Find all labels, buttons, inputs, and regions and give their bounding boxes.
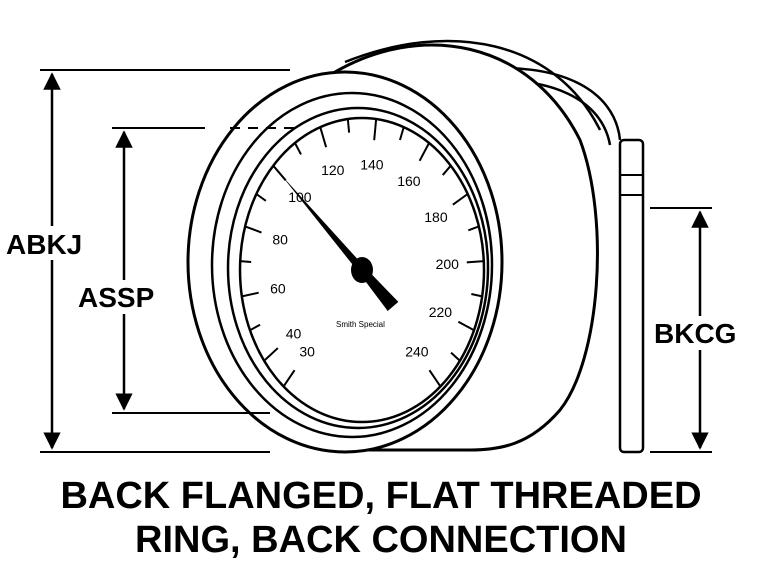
scale-label: 180 xyxy=(424,209,448,225)
sensing-bulb xyxy=(618,138,645,454)
scale-tick xyxy=(244,225,262,234)
scale-tick xyxy=(263,347,279,362)
scale-tick xyxy=(294,142,302,155)
scale-label: 60 xyxy=(270,280,286,296)
scale-tick xyxy=(468,225,480,232)
dimension-label-assp: ASSP xyxy=(78,282,154,313)
gauge-brand: Smith Special xyxy=(336,320,385,329)
scale-tick xyxy=(452,193,469,206)
case-outline-top xyxy=(344,39,602,131)
caption-line-2: RING, BACK CONNECTION xyxy=(135,519,627,561)
scale-label: 240 xyxy=(405,344,429,360)
scale-tick xyxy=(255,193,267,202)
scale-label: 200 xyxy=(436,256,460,272)
scale-tick xyxy=(441,165,452,176)
scale-tick xyxy=(466,260,484,264)
scale-tick xyxy=(450,351,461,362)
scale-label: 40 xyxy=(286,326,302,342)
scale-label: 120 xyxy=(321,162,345,178)
dimension-extension-lines xyxy=(40,69,712,453)
scale-tick xyxy=(471,293,483,298)
scale-tick xyxy=(282,369,296,387)
scale-tick xyxy=(428,369,442,387)
scale-tick xyxy=(240,260,252,263)
scale-label: 160 xyxy=(397,173,421,189)
scale-tick xyxy=(457,320,475,332)
scale-tick xyxy=(373,118,378,141)
scale-tick xyxy=(399,126,405,141)
scale-tick xyxy=(346,118,351,133)
gauge-scale: 30406080100120140160180200220240 xyxy=(240,118,484,387)
scale-label: 30 xyxy=(299,344,315,360)
scale-label: 220 xyxy=(429,304,453,320)
scale-tick xyxy=(319,126,328,148)
scale-tick xyxy=(241,291,259,298)
scale-label: 140 xyxy=(360,156,384,172)
scale-tick xyxy=(249,323,261,332)
needle-hub xyxy=(351,257,373,283)
dimension-label-abkj: ABKJ xyxy=(6,229,82,260)
dimension-label-bkcg: BKCG xyxy=(654,318,736,349)
scale-label: 80 xyxy=(272,231,288,247)
caption-line-1: BACK FLANGED, FLAT THREADED xyxy=(60,475,702,517)
scale-tick xyxy=(418,142,430,162)
